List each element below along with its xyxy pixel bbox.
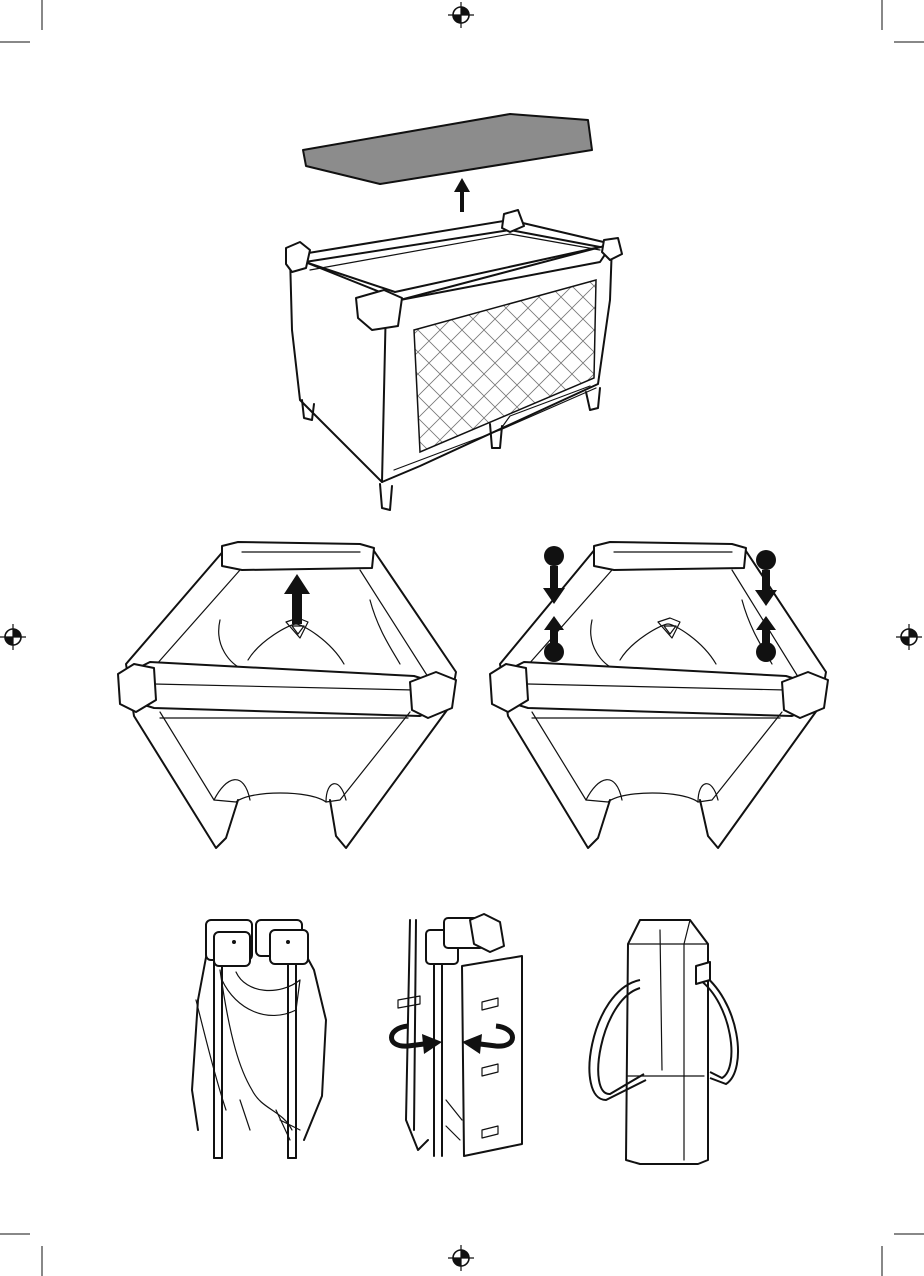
filled-circle-icon bbox=[544, 546, 564, 566]
arrow-up-icon bbox=[756, 616, 776, 630]
arrow-down-icon bbox=[755, 590, 777, 606]
registration-mark-bottom-icon bbox=[448, 1245, 474, 1271]
carry-bag bbox=[626, 920, 708, 1164]
figure-remove-mattress bbox=[286, 114, 622, 510]
filled-circle-icon bbox=[544, 642, 564, 662]
registration-mark-right-icon bbox=[896, 624, 922, 650]
figure-lift-center-hub bbox=[118, 542, 456, 848]
step-marker-left-bottom bbox=[544, 616, 564, 662]
filled-circle-icon bbox=[756, 550, 776, 570]
step-marker-left-top bbox=[543, 546, 565, 604]
figure-collapsed-frame bbox=[192, 920, 326, 1158]
registration-mark-top-icon bbox=[448, 2, 474, 28]
registration-mark-left-icon bbox=[0, 624, 26, 650]
arrow-down-icon bbox=[543, 588, 565, 604]
figure-wrap-mattress bbox=[392, 914, 523, 1156]
step-marker-right-bottom bbox=[756, 616, 776, 662]
figure-unlock-top-rails bbox=[490, 542, 828, 848]
playpen-open bbox=[286, 210, 622, 510]
arrow-up-icon bbox=[284, 574, 310, 624]
filled-circle-icon bbox=[756, 642, 776, 662]
figure-carry-bag bbox=[589, 920, 738, 1164]
arrow-up-icon bbox=[454, 178, 470, 212]
arrow-up-icon bbox=[544, 616, 564, 630]
step-marker-right-top bbox=[755, 550, 777, 606]
